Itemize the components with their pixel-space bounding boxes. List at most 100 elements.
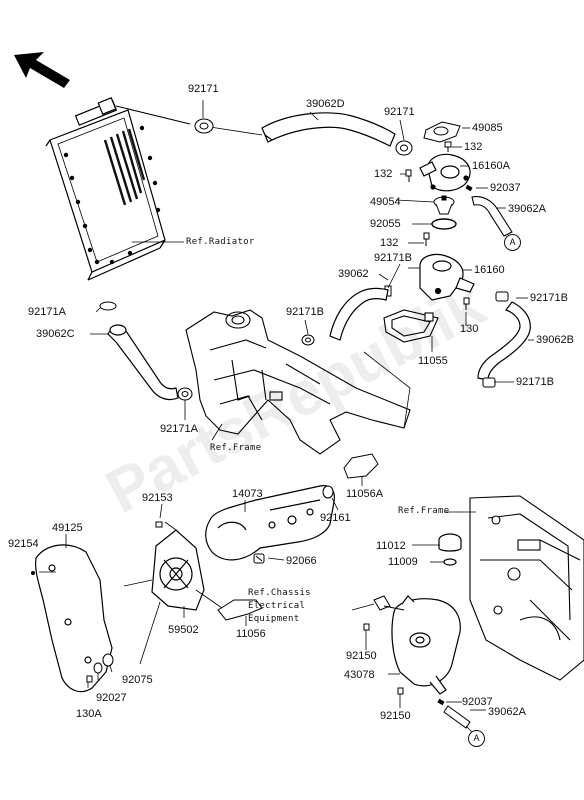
fan-59502 — [151, 529, 205, 611]
radiator-drawing — [45, 97, 166, 281]
front-direction-arrow-icon — [14, 52, 70, 88]
bracket-11056A — [343, 453, 379, 479]
part-49085[interactable]: 49085 — [472, 122, 503, 134]
part-49125[interactable]: 49125 — [52, 522, 83, 534]
part-39062B[interactable]: 39062B — [536, 334, 574, 346]
ref-chassis-line3[interactable]: Equipment — [248, 614, 300, 624]
part-92171A-a[interactable]: 92171A — [28, 306, 66, 318]
part-39062[interactable]: 39062 — [338, 268, 369, 280]
part-39062C[interactable]: 39062C — [36, 328, 75, 340]
part-11012[interactable]: 11012 — [376, 540, 406, 552]
grommet-92161 — [322, 485, 334, 499]
part-39062D[interactable]: 39062D — [306, 98, 345, 110]
hose-39062 — [329, 287, 389, 341]
bolt-132-c — [423, 232, 430, 246]
part-92037-a[interactable]: 92037 — [490, 182, 521, 194]
bracket-11056 — [217, 599, 263, 621]
bolt-132-a — [444, 141, 452, 152]
clamp-92171B-d — [482, 377, 496, 388]
part-92171-top[interactable]: 92171 — [188, 83, 219, 95]
bracket-11055 — [383, 309, 439, 343]
part-92171B-b[interactable]: 92171B — [530, 292, 568, 304]
thermostat-housing-16160A — [419, 153, 471, 192]
part-11055[interactable]: 11055 — [418, 355, 448, 367]
ref-chassis-line1[interactable]: Ref.Chassis — [248, 588, 311, 598]
bracket-chassis-electrical — [373, 595, 405, 611]
part-59502[interactable]: 59502 — [168, 624, 199, 636]
part-92161[interactable]: 92161 — [320, 512, 351, 524]
bolt-92150-b — [397, 687, 404, 695]
clip-92037-b — [437, 698, 445, 706]
part-92066[interactable]: 92066 — [286, 555, 317, 567]
clamp-92171B-c — [495, 291, 509, 302]
clamp-92171-top — [194, 118, 214, 134]
leader-lines — [39, 100, 534, 711]
part-11056[interactable]: 11056 — [236, 628, 266, 640]
part-92150-a[interactable]: 92150 — [346, 650, 377, 662]
collar-92027 — [93, 662, 103, 674]
ref-chassis-line2[interactable]: Electrical — [248, 601, 306, 611]
grommet-92075 — [102, 653, 114, 667]
clamp-92171B-b — [301, 334, 315, 346]
clamp-92171-mid — [395, 140, 413, 156]
rear-frame-drawing — [469, 495, 584, 681]
part-130A[interactable]: 130A — [76, 708, 102, 720]
part-92171B-d[interactable]: 92171B — [516, 376, 554, 388]
callout-a-bottom[interactable]: A — [468, 730, 485, 747]
part-92027[interactable]: 92027 — [96, 692, 127, 704]
hose-39062A-top — [471, 196, 513, 237]
part-92037-b[interactable]: 92037 — [462, 696, 493, 708]
part-39062A-a[interactable]: 39062A — [508, 203, 546, 215]
part-130[interactable]: 130 — [460, 323, 479, 335]
part-132-b[interactable]: 132 — [374, 168, 393, 180]
part-92171A-b[interactable]: 92171A — [160, 423, 198, 435]
cap-11012 — [438, 533, 462, 552]
part-92171B-c[interactable]: 92171B — [286, 306, 324, 318]
part-132-a[interactable]: 132 — [464, 141, 483, 153]
screw-92154 — [31, 571, 35, 575]
part-92154[interactable]: 92154 — [8, 538, 39, 550]
part-16160[interactable]: 16160 — [474, 264, 505, 276]
guard-49125 — [35, 544, 113, 693]
thermostat-49054 — [433, 195, 455, 215]
bolt-130A — [86, 675, 93, 683]
part-92171B-a[interactable]: 92171B — [374, 252, 412, 264]
part-11009[interactable]: 11009 — [388, 556, 418, 568]
callout-a-top[interactable]: A — [504, 234, 521, 251]
part-132-c[interactable]: 132 — [380, 237, 399, 249]
hose-39062D — [261, 112, 396, 147]
part-43078[interactable]: 43078 — [344, 669, 375, 681]
clamp-92171A-b — [177, 387, 193, 401]
reservoir-43078 — [391, 595, 461, 695]
part-11056A[interactable]: 11056A — [346, 488, 384, 500]
bolt-92153 — [155, 521, 163, 528]
cover-14073 — [205, 485, 335, 561]
part-39062A-b[interactable]: 39062A — [488, 706, 526, 718]
ref-frame-2[interactable]: Ref.Frame — [398, 506, 450, 516]
bolt-132-b — [405, 169, 412, 182]
hose-39062B — [477, 301, 531, 381]
part-14073[interactable]: 14073 — [232, 488, 263, 500]
part-92153[interactable]: 92153 — [142, 492, 173, 504]
part-92171-mid[interactable]: 92171 — [384, 106, 415, 118]
ref-frame-1[interactable]: Ref.Frame — [210, 443, 262, 453]
part-16160A[interactable]: 16160A — [472, 160, 510, 172]
part-92075[interactable]: 92075 — [122, 674, 153, 686]
o-ring-92055 — [431, 218, 457, 230]
spring-92066 — [253, 553, 265, 564]
part-92055[interactable]: 92055 — [370, 218, 401, 230]
part-49054[interactable]: 49054 — [370, 196, 401, 208]
seal-11009 — [443, 558, 457, 566]
ref-radiator[interactable]: Ref.Radiator — [186, 237, 255, 247]
clip-92037-a — [465, 184, 473, 192]
hose-39062A-bottom — [443, 705, 471, 729]
clamp-92171A-a — [99, 301, 117, 311]
hose-39062C — [107, 324, 179, 401]
frame-drawing — [185, 309, 411, 455]
bolt-92150-a — [363, 623, 370, 631]
bolt-130 — [463, 297, 470, 310]
part-92150-b[interactable]: 92150 — [380, 710, 411, 722]
cap-49085 — [423, 121, 461, 143]
